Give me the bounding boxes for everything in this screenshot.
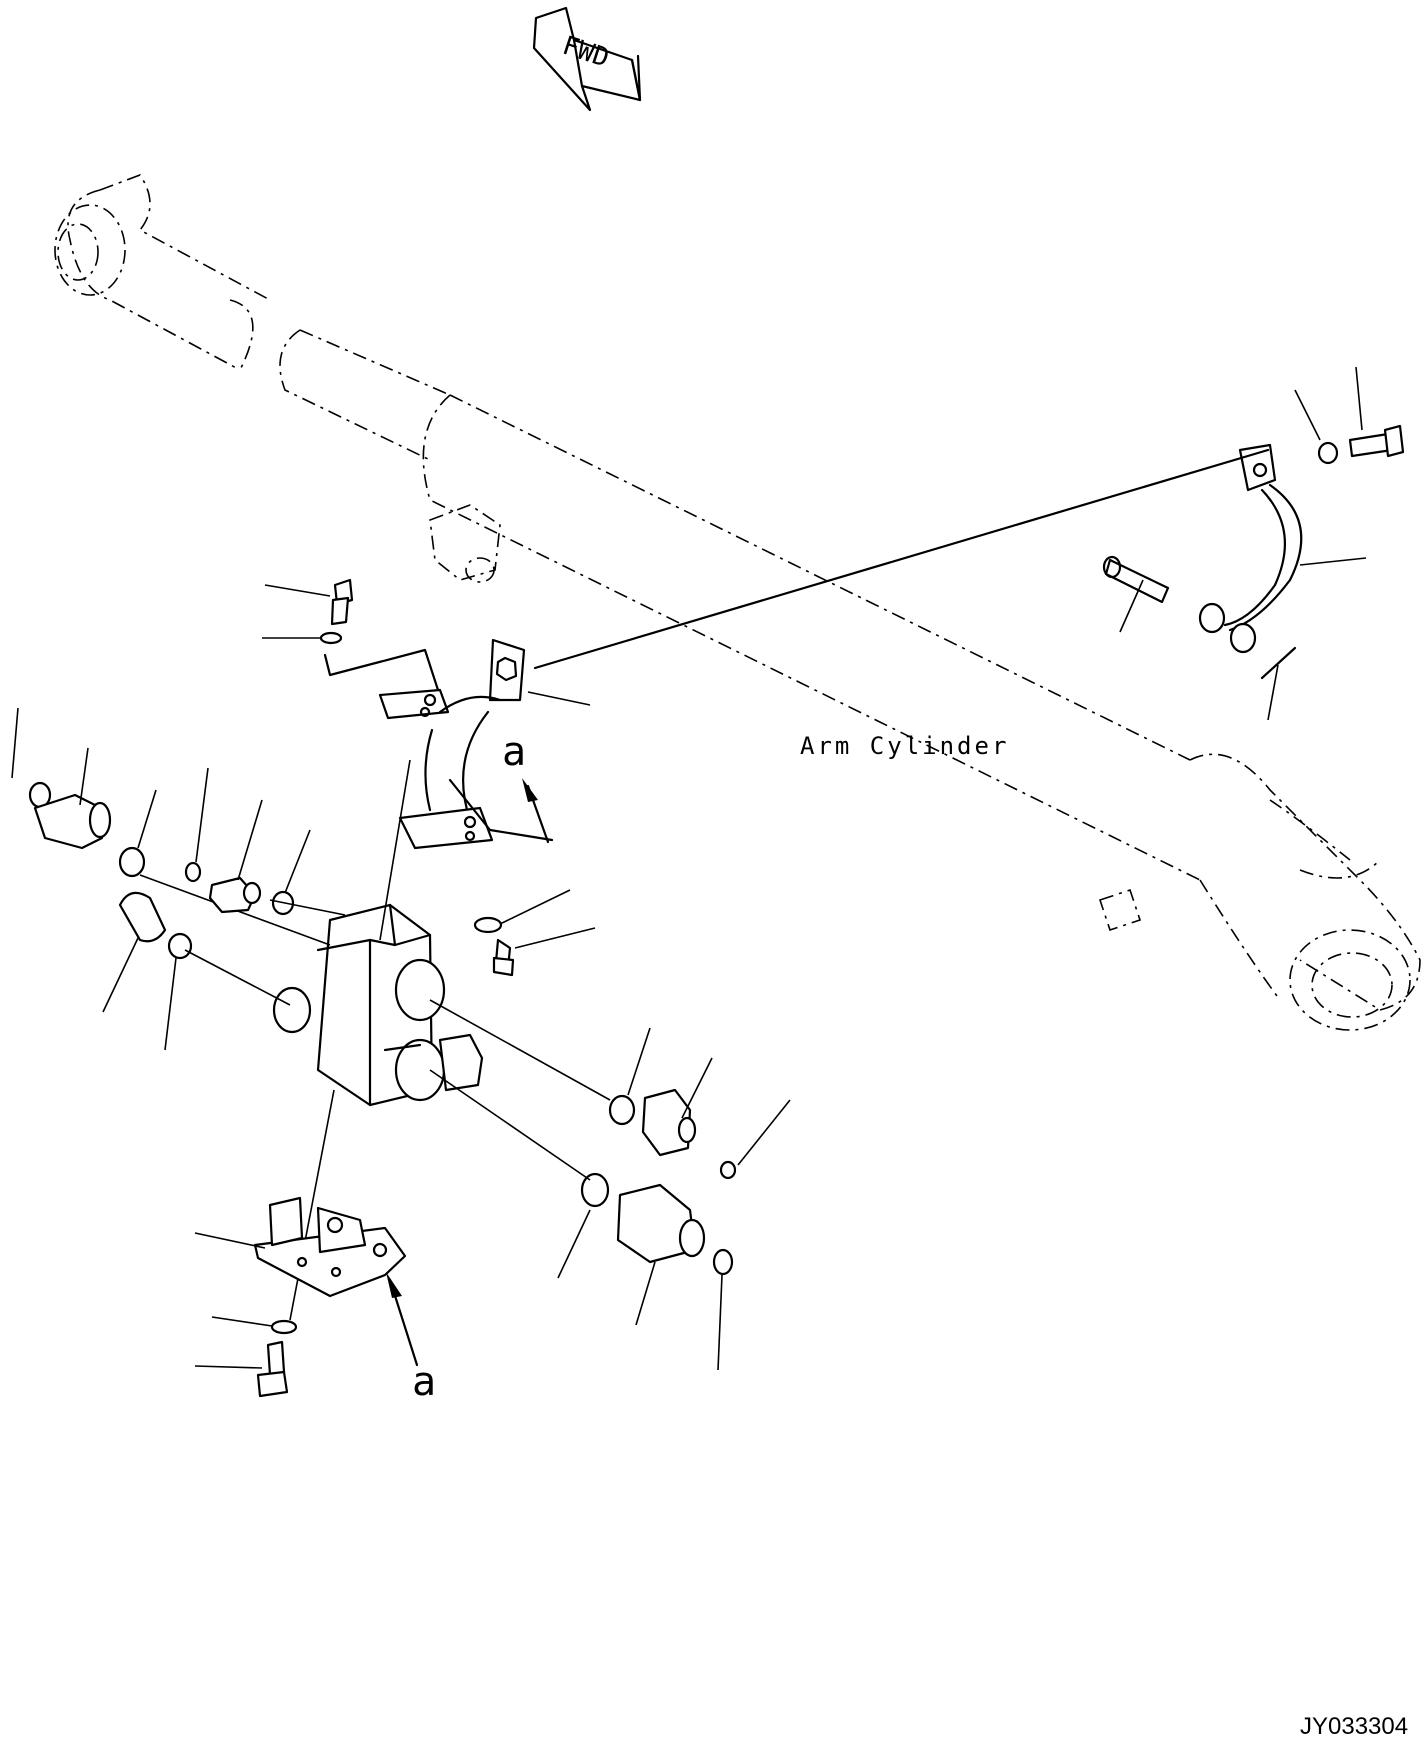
upper-bracket-assembly: a (262, 578, 596, 977)
lower-bracket-assembly: a (194, 1196, 436, 1405)
valve-block-assembly (11, 707, 791, 1371)
arm-cylinder-label: Arm Cylinder (800, 732, 1009, 760)
view-marker-a-top: a (502, 729, 526, 775)
right-clamp-assembly (533, 366, 1405, 721)
fwd-arrow-marker: FWD (532, 6, 642, 112)
arm-cylinder-outline (54, 174, 1421, 1031)
view-marker-a-bottom: a (412, 1359, 436, 1405)
drawing-code: JY033304 (1300, 1713, 1408, 1740)
